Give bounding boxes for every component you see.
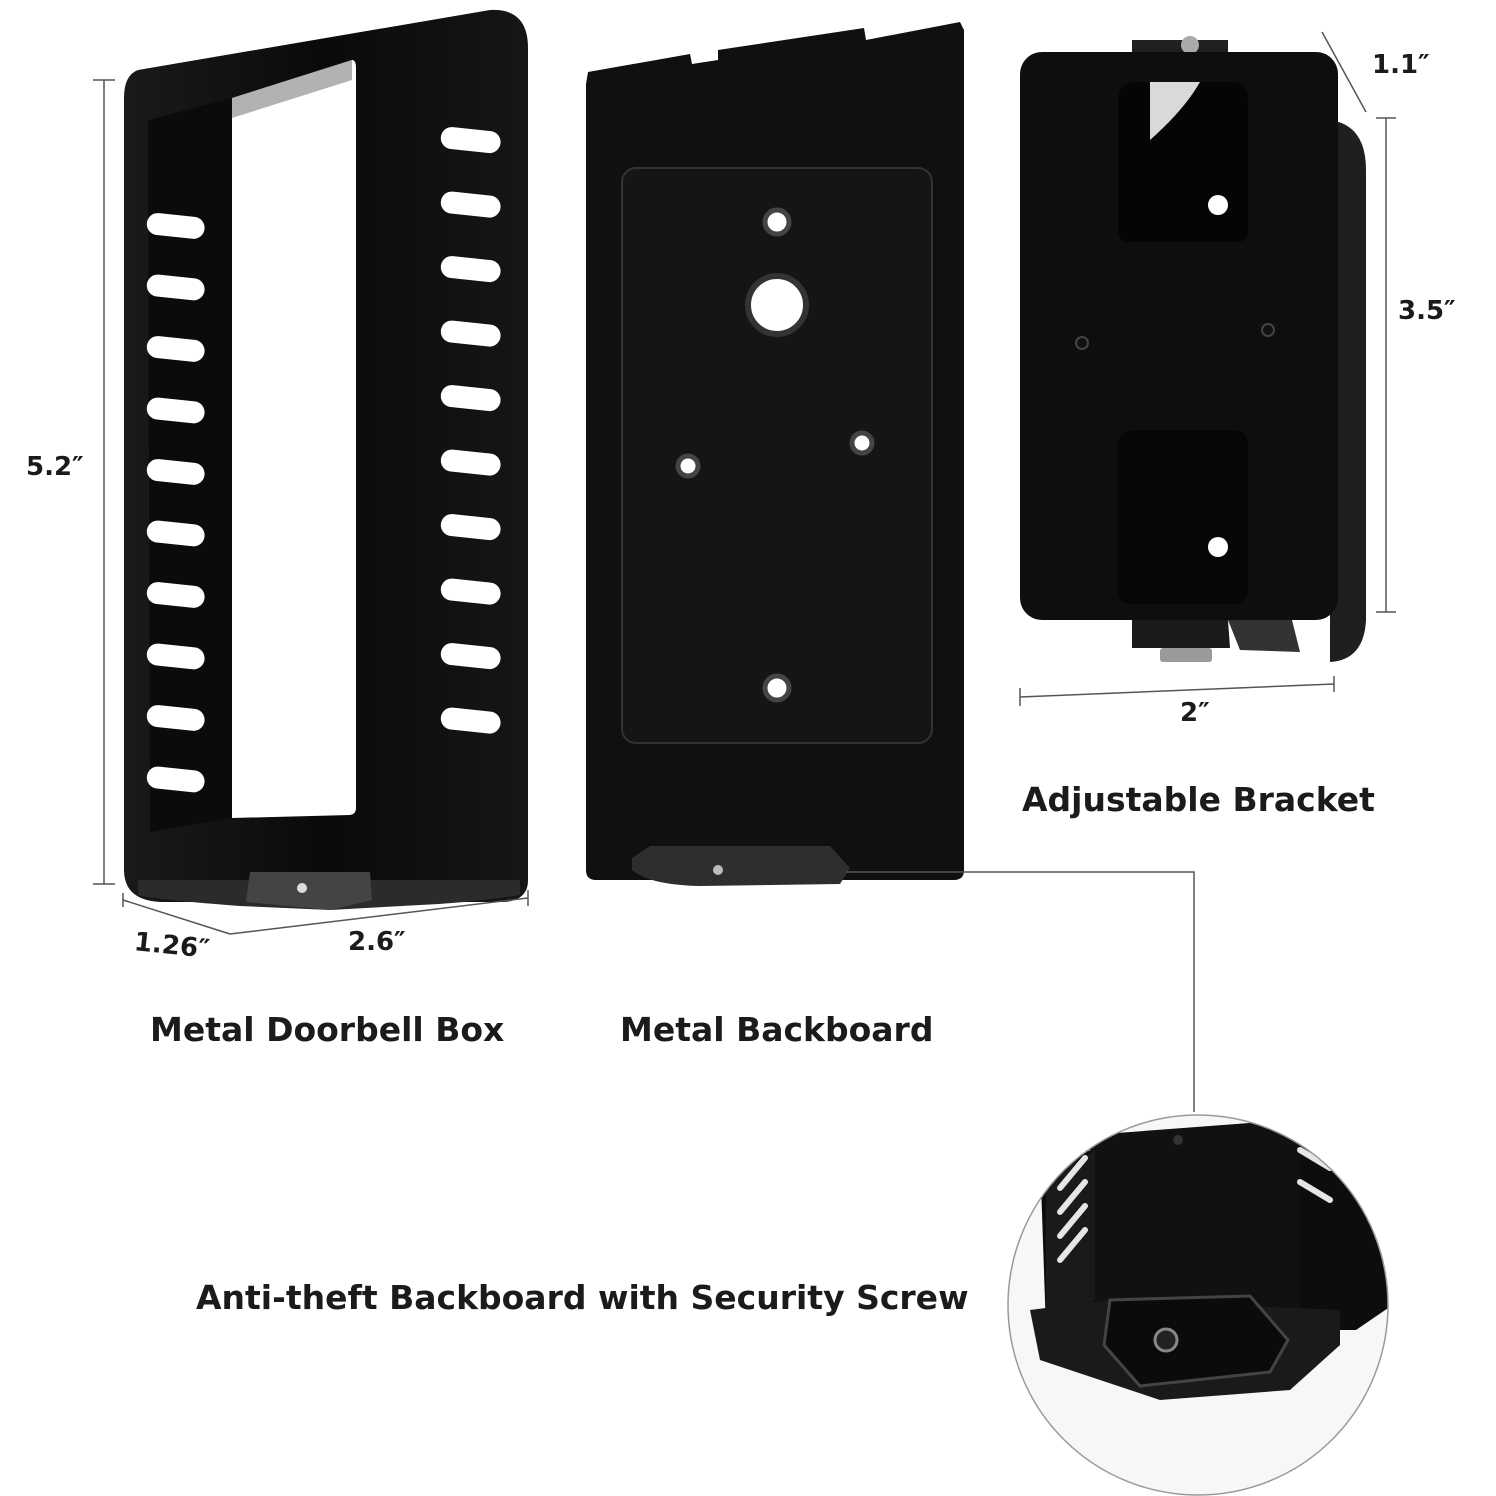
vent-slot	[146, 336, 205, 362]
vent-slot	[146, 766, 205, 793]
vent-slot	[146, 582, 205, 608]
vent-slot	[440, 514, 501, 541]
vent-slot	[440, 385, 501, 412]
metal-backboard	[586, 22, 964, 886]
vent-slot	[440, 256, 501, 283]
vent-slot	[440, 449, 501, 476]
dim-box-height: 5.2″	[26, 452, 84, 482]
vent-slot	[440, 578, 501, 605]
vent-slot	[146, 459, 205, 485]
dimension-lines	[93, 31, 1396, 1112]
label-doorbell-box: Metal Doorbell Box	[150, 1010, 505, 1049]
vent-slot	[440, 643, 501, 670]
vent-slot	[440, 320, 501, 347]
vent-slot	[146, 213, 205, 239]
security-screw-closeup	[1007, 1114, 1389, 1496]
adjustable-bracket	[1020, 36, 1366, 662]
label-backboard: Metal Backboard	[620, 1010, 934, 1049]
box-vent-slots-left	[146, 213, 205, 793]
dim-bracket-depth: 1.1″	[1372, 50, 1430, 80]
vent-slot	[146, 705, 205, 731]
vent-slot	[146, 643, 205, 670]
vent-slot	[146, 397, 205, 424]
vent-slot	[146, 274, 205, 301]
vent-slot	[440, 707, 501, 734]
box-vent-slots-right	[440, 127, 501, 734]
vent-slot	[440, 191, 501, 218]
dim-box-width: 2.6″	[348, 927, 406, 957]
label-adjustable-bracket: Adjustable Bracket	[1022, 780, 1375, 819]
dim-bracket-width: 2″	[1180, 698, 1210, 728]
dim-bracket-height: 3.5″	[1398, 296, 1456, 326]
vent-slot	[440, 127, 501, 154]
vent-slot	[146, 520, 205, 547]
label-antitheft: Anti-theft Backboard with Security Screw	[196, 1278, 969, 1317]
